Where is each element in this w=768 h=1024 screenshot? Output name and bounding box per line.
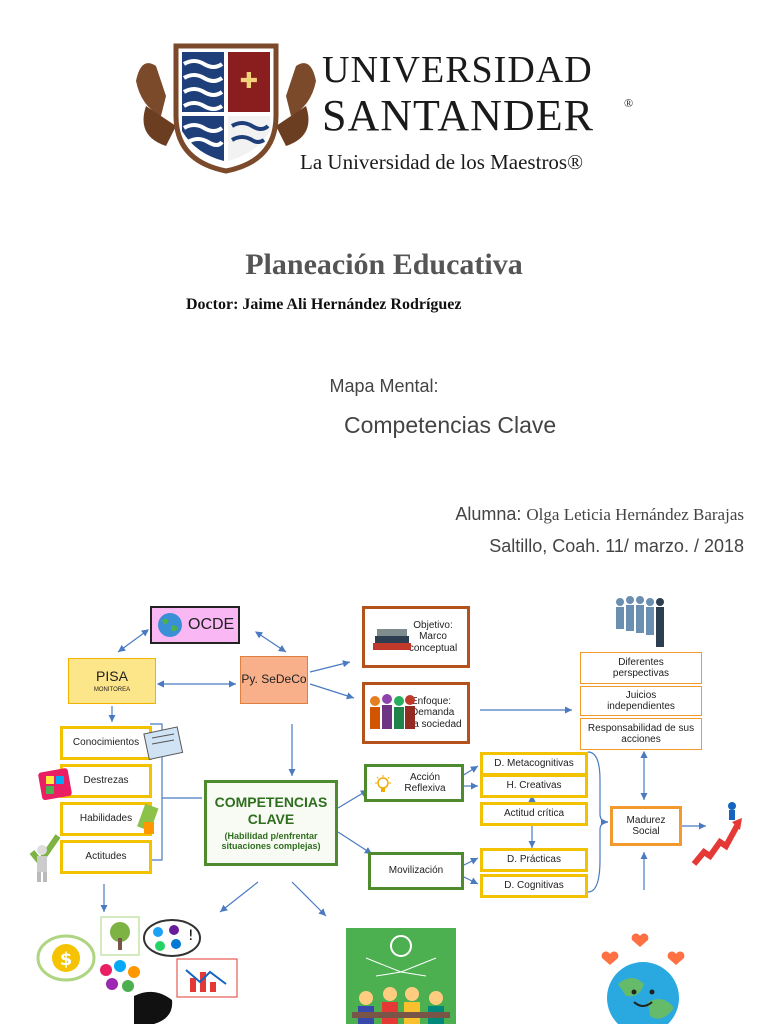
movilizacion-label: Movilización — [388, 865, 444, 877]
competencias-title: COMPETENCIAS CLAVE — [214, 794, 328, 828]
books-icon — [373, 629, 411, 650]
logo-registered: ® — [624, 96, 634, 110]
ocde-box: OCDE — [150, 606, 240, 644]
date-line: Saltillo, Coah. 11/ marzo. / 2018 — [489, 536, 744, 556]
conocimientos-box: Conocimientos — [60, 726, 152, 760]
chart-icon — [176, 958, 238, 998]
ocde-label: OCDE — [188, 615, 235, 633]
university-crest-icon: ✚ — [136, 43, 316, 174]
logo-line2: SANTANDER — [322, 91, 594, 140]
competencias-subtitle: (Habilidad p/enfrentar situaciones compl… — [221, 830, 321, 852]
habilidades-box: Habilidades — [60, 802, 152, 836]
actitudes-label: Actitudes — [85, 851, 127, 863]
perspectivas-label: Diferentes perspectivas — [612, 656, 670, 680]
madurez-label: Madurez Social — [626, 814, 666, 838]
accion-reflexiva-label: Acción Reflexiva — [404, 771, 446, 795]
dollar-icon: $ — [36, 934, 96, 982]
actitud-critica-label: Actitud crítica — [503, 808, 565, 820]
creativas-box: H. Creativas — [480, 774, 588, 798]
perspectivas-box: Diferentes perspectivas — [580, 652, 702, 684]
py-sedeco-label: Py. SeDeCo — [241, 672, 307, 687]
objetivo-label: Objetivo: Marco conceptual — [408, 619, 458, 654]
metacognitivas-label: D. Metacognitivas — [494, 758, 574, 770]
tree-icon — [100, 916, 140, 956]
svg-text:!: ! — [188, 928, 194, 944]
book-stack-icon — [143, 726, 184, 761]
student-line: Alumna: Olga Leticia Hernández Barajas — [455, 504, 744, 524]
accion-reflexiva-box: Acción Reflexiva — [364, 764, 464, 802]
metacognitivas-box: D. Metacognitivas — [480, 752, 588, 776]
enfoque-label: Enfoque: Demanda la sociedad — [411, 695, 462, 730]
responsabilidad-label: Responsabilidad de sus acciones — [587, 722, 695, 746]
tablet-icon — [38, 768, 72, 801]
pisa-box: PISA MONITOREA — [68, 658, 156, 704]
hand-tool-icon — [137, 803, 159, 834]
cognitivas-box: D. Cognitivas — [480, 874, 588, 898]
pisa-sublabel: MONITOREA — [93, 687, 131, 694]
page-title: Planeación Educativa — [245, 248, 523, 281]
student-icon — [346, 928, 456, 1024]
finance-collage: $ ! — [36, 914, 240, 1024]
svg-text:$: $ — [60, 949, 73, 970]
competencias-box: COMPETENCIAS CLAVE (Habilidad p/enfrenta… — [204, 780, 338, 866]
lightbulb-icon — [375, 775, 391, 792]
actitudes-box: Actitudes — [60, 840, 152, 874]
logo-tagline: La Universidad de los Maestros® — [300, 150, 584, 174]
creativas-label: H. Creativas — [506, 780, 562, 792]
practicas-box: D. Prácticas — [480, 848, 588, 872]
topic-title: Competencias Clave — [344, 412, 557, 438]
responsabilidad-box: Responsabilidad de sus acciones — [580, 718, 702, 750]
juicios-box: Juicios independientes — [580, 686, 702, 716]
madurez-box: Madurez Social — [610, 806, 682, 846]
checkmark-person-icon — [29, 834, 61, 882]
brain-icon — [100, 960, 173, 1024]
objetivo-box: Objetivo: Marco conceptual — [362, 606, 470, 668]
student-name: Olga Leticia Hernández Barajas — [526, 505, 744, 524]
globe-icon — [158, 613, 182, 637]
practicas-label: D. Prácticas — [507, 854, 561, 866]
actitud-critica-box: Actitud crítica — [480, 802, 588, 826]
py-sedeco-box: Py. SeDeCo — [240, 656, 308, 704]
doctor-name: Doctor: Jaime Ali Hernández Rodríguez — [186, 296, 462, 313]
earth-hearts-icon — [601, 933, 685, 1024]
mapa-label: Mapa Mental: — [329, 376, 439, 396]
svg-text:✚: ✚ — [240, 69, 258, 94]
logo-line1: UNIVERSIDAD — [322, 49, 593, 91]
cognitivas-label: D. Cognitivas — [504, 880, 564, 892]
pisa-label: PISA — [96, 668, 128, 684]
habilidades-label: Habilidades — [79, 813, 133, 825]
movilizacion-box: Movilización — [368, 852, 464, 890]
destrezas-label: Destrezas — [83, 775, 129, 787]
student-label: Alumna — [455, 504, 517, 524]
people-icon — [616, 596, 664, 647]
social-media-icon: ! — [143, 919, 201, 957]
stairs-arrow-icon — [691, 802, 742, 866]
conocimientos-label: Conocimientos — [72, 737, 140, 749]
juicios-label: Juicios independientes — [607, 689, 675, 713]
crowd-icon — [370, 694, 415, 729]
enfoque-box: Enfoque: Demanda la sociedad — [362, 682, 470, 744]
